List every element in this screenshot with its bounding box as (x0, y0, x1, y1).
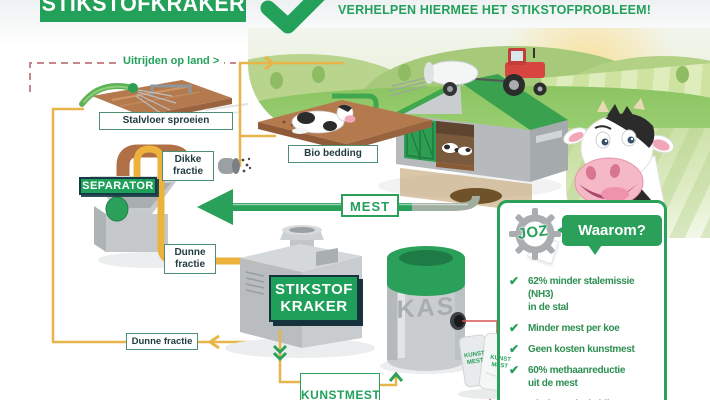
main-title: STIKSTOFKRAKER (41, 0, 245, 16)
check-icon: ✔ (509, 321, 520, 335)
list-item: ✔ Minder mest per koe (509, 321, 620, 335)
big-checkmark-icon (260, 0, 325, 34)
main-title-banner: STIKSTOFKRAKER (40, 0, 246, 22)
list-item: ✔ 62% minder stalemissie (NH3) in de sta… (509, 274, 635, 313)
badge-notch (588, 245, 602, 255)
flow-chevrons (272, 344, 404, 382)
cow-in-barn (442, 143, 472, 156)
separator-drum (105, 196, 129, 222)
arrow-left-icon (207, 334, 220, 350)
tractor (387, 48, 547, 97)
bio-bedding (258, 93, 432, 151)
kas-tank-label: KAS (396, 291, 456, 325)
dunne-fractie-lower-label: Dunne fractie (126, 333, 198, 351)
kunstmest-label: KUNSTMEST stikstofrijk (300, 373, 380, 400)
tree-icon (312, 66, 325, 83)
check-icon: ✔ (509, 398, 523, 400)
uitrijden-op-land-label: Uitrijden op land > (118, 55, 225, 67)
dunne-fractie-upper-label: Dunne fractie (164, 244, 216, 274)
list-item: ✔ 60% methaanreductie uit de mest (509, 363, 626, 390)
joz-gear-icon (509, 208, 561, 260)
tagline: VERHELPEN HIERMEE HET STIKSTOFPROBLEEM! (338, 3, 652, 17)
chevron-right-icon: > (212, 55, 220, 67)
stalvloer-sproeien-label: Stalvloer sproeien (99, 112, 233, 130)
waarom-badge: Waarom? (557, 215, 662, 255)
separator-badge: SEPARATOR (79, 177, 157, 195)
mest-label: MEST (341, 194, 399, 217)
mest-arrow (197, 189, 233, 225)
dikke-fractie-label: Dikke fractie (162, 151, 214, 181)
spray-nozzle (128, 83, 138, 93)
badge-tail (549, 222, 571, 238)
check-icon: ✔ (509, 363, 520, 378)
benefits-checklist: ✔ 62% minder stalemissie (NH3) in de sta… (509, 274, 659, 400)
list-item: ✔ Geen kosten kunstmest (509, 342, 635, 357)
tree-icon (398, 64, 411, 81)
tree-icon (676, 66, 689, 83)
kas-tank (380, 246, 472, 374)
check-icon: ✔ (509, 274, 520, 288)
lying-cow (291, 104, 356, 134)
tree-icon (270, 72, 283, 89)
check-icon: ✔ (509, 342, 520, 357)
dikke-fractie-spreader (218, 157, 252, 174)
arrow-right-icon (264, 55, 276, 71)
waarom-panel: JOZ Waarom? ✔ 62% minder stalemissie (NH… (497, 200, 667, 400)
bio-bedding-label: Bio bedding (288, 145, 378, 163)
kunstmest-title: KUNSTMEST (301, 388, 381, 400)
stikstofkraker-badge: STIKSTOF KRAKER (269, 275, 359, 322)
